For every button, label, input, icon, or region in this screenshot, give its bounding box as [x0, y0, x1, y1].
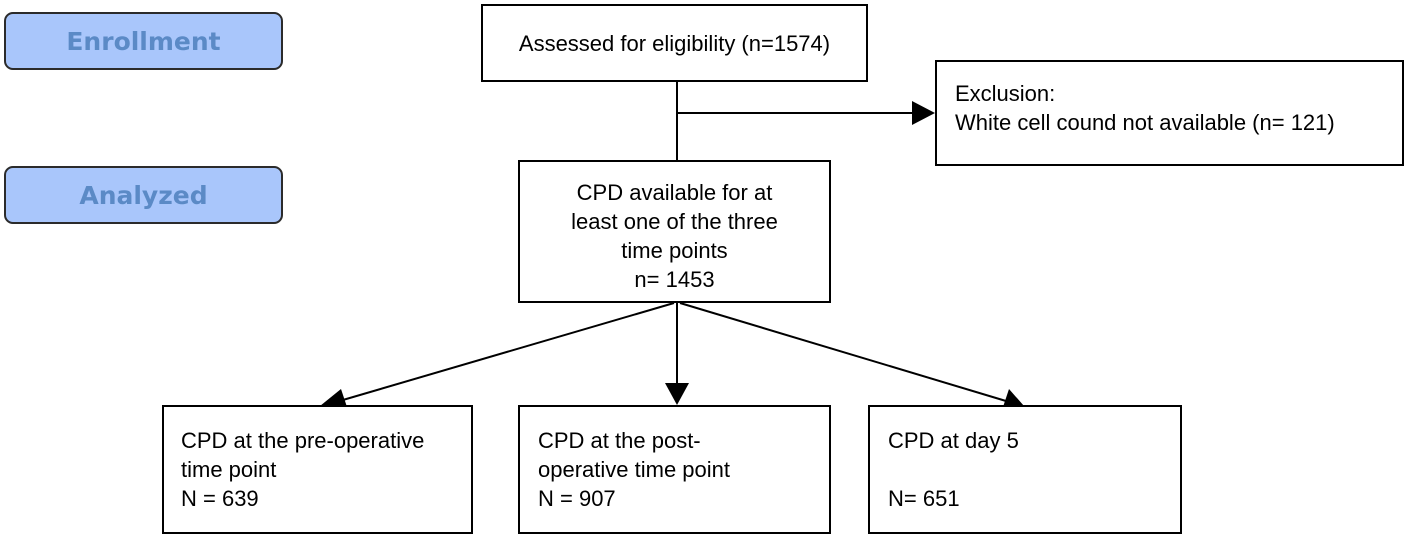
- arrowhead-postop: [665, 383, 689, 405]
- cpd-preoperative-box: CPD at the pre-operative time point N = …: [162, 405, 473, 534]
- cpd-day5-line-1: CPD at day 5: [888, 428, 1019, 453]
- cpd-available-count: n= 1453: [634, 267, 715, 292]
- cpd-day5-count: N= 651: [888, 486, 960, 511]
- cpd-available-line-3: time points: [621, 238, 728, 263]
- cpd-preoperative-line-2: time point: [181, 457, 277, 482]
- exclusion-box: Exclusion: White cell cound not availabl…: [935, 60, 1404, 166]
- cpd-day5-spacer: [888, 455, 1180, 484]
- stage-label-analyzed: Analyzed: [4, 166, 283, 224]
- cpd-preoperative-count: N = 639: [181, 486, 259, 511]
- assessed-eligibility-text: Assessed for eligibility (n=1574): [518, 30, 831, 56]
- cpd-day5-box: CPD at day 5 N= 651: [868, 405, 1182, 534]
- cpd-available-line-2: least one of the three: [571, 209, 778, 234]
- stage-label-enrollment: Enrollment: [4, 12, 283, 70]
- connector-available-to-preop: [335, 302, 675, 403]
- cpd-postoperative-line-1: CPD at the post-: [538, 428, 701, 453]
- cpd-preoperative-line-1: CPD at the pre-operative: [181, 428, 425, 453]
- connector-available-to-day5: [679, 302, 1007, 402]
- cpd-postoperative-line-2: operative time point: [538, 457, 730, 482]
- cpd-available-box: CPD available for at least one of the th…: [518, 160, 831, 303]
- exclusion-reason: White cell cound not available (n= 121): [955, 110, 1335, 135]
- arrowhead-exclusion: [912, 101, 935, 125]
- exclusion-title: Exclusion:: [955, 81, 1056, 106]
- cpd-available-line-1: CPD available for at: [576, 180, 773, 205]
- assessed-eligibility-box: Assessed for eligibility (n=1574): [481, 4, 868, 82]
- cpd-postoperative-box: CPD at the post- operative time point N …: [518, 405, 831, 534]
- cpd-postoperative-count: N = 907: [538, 486, 616, 511]
